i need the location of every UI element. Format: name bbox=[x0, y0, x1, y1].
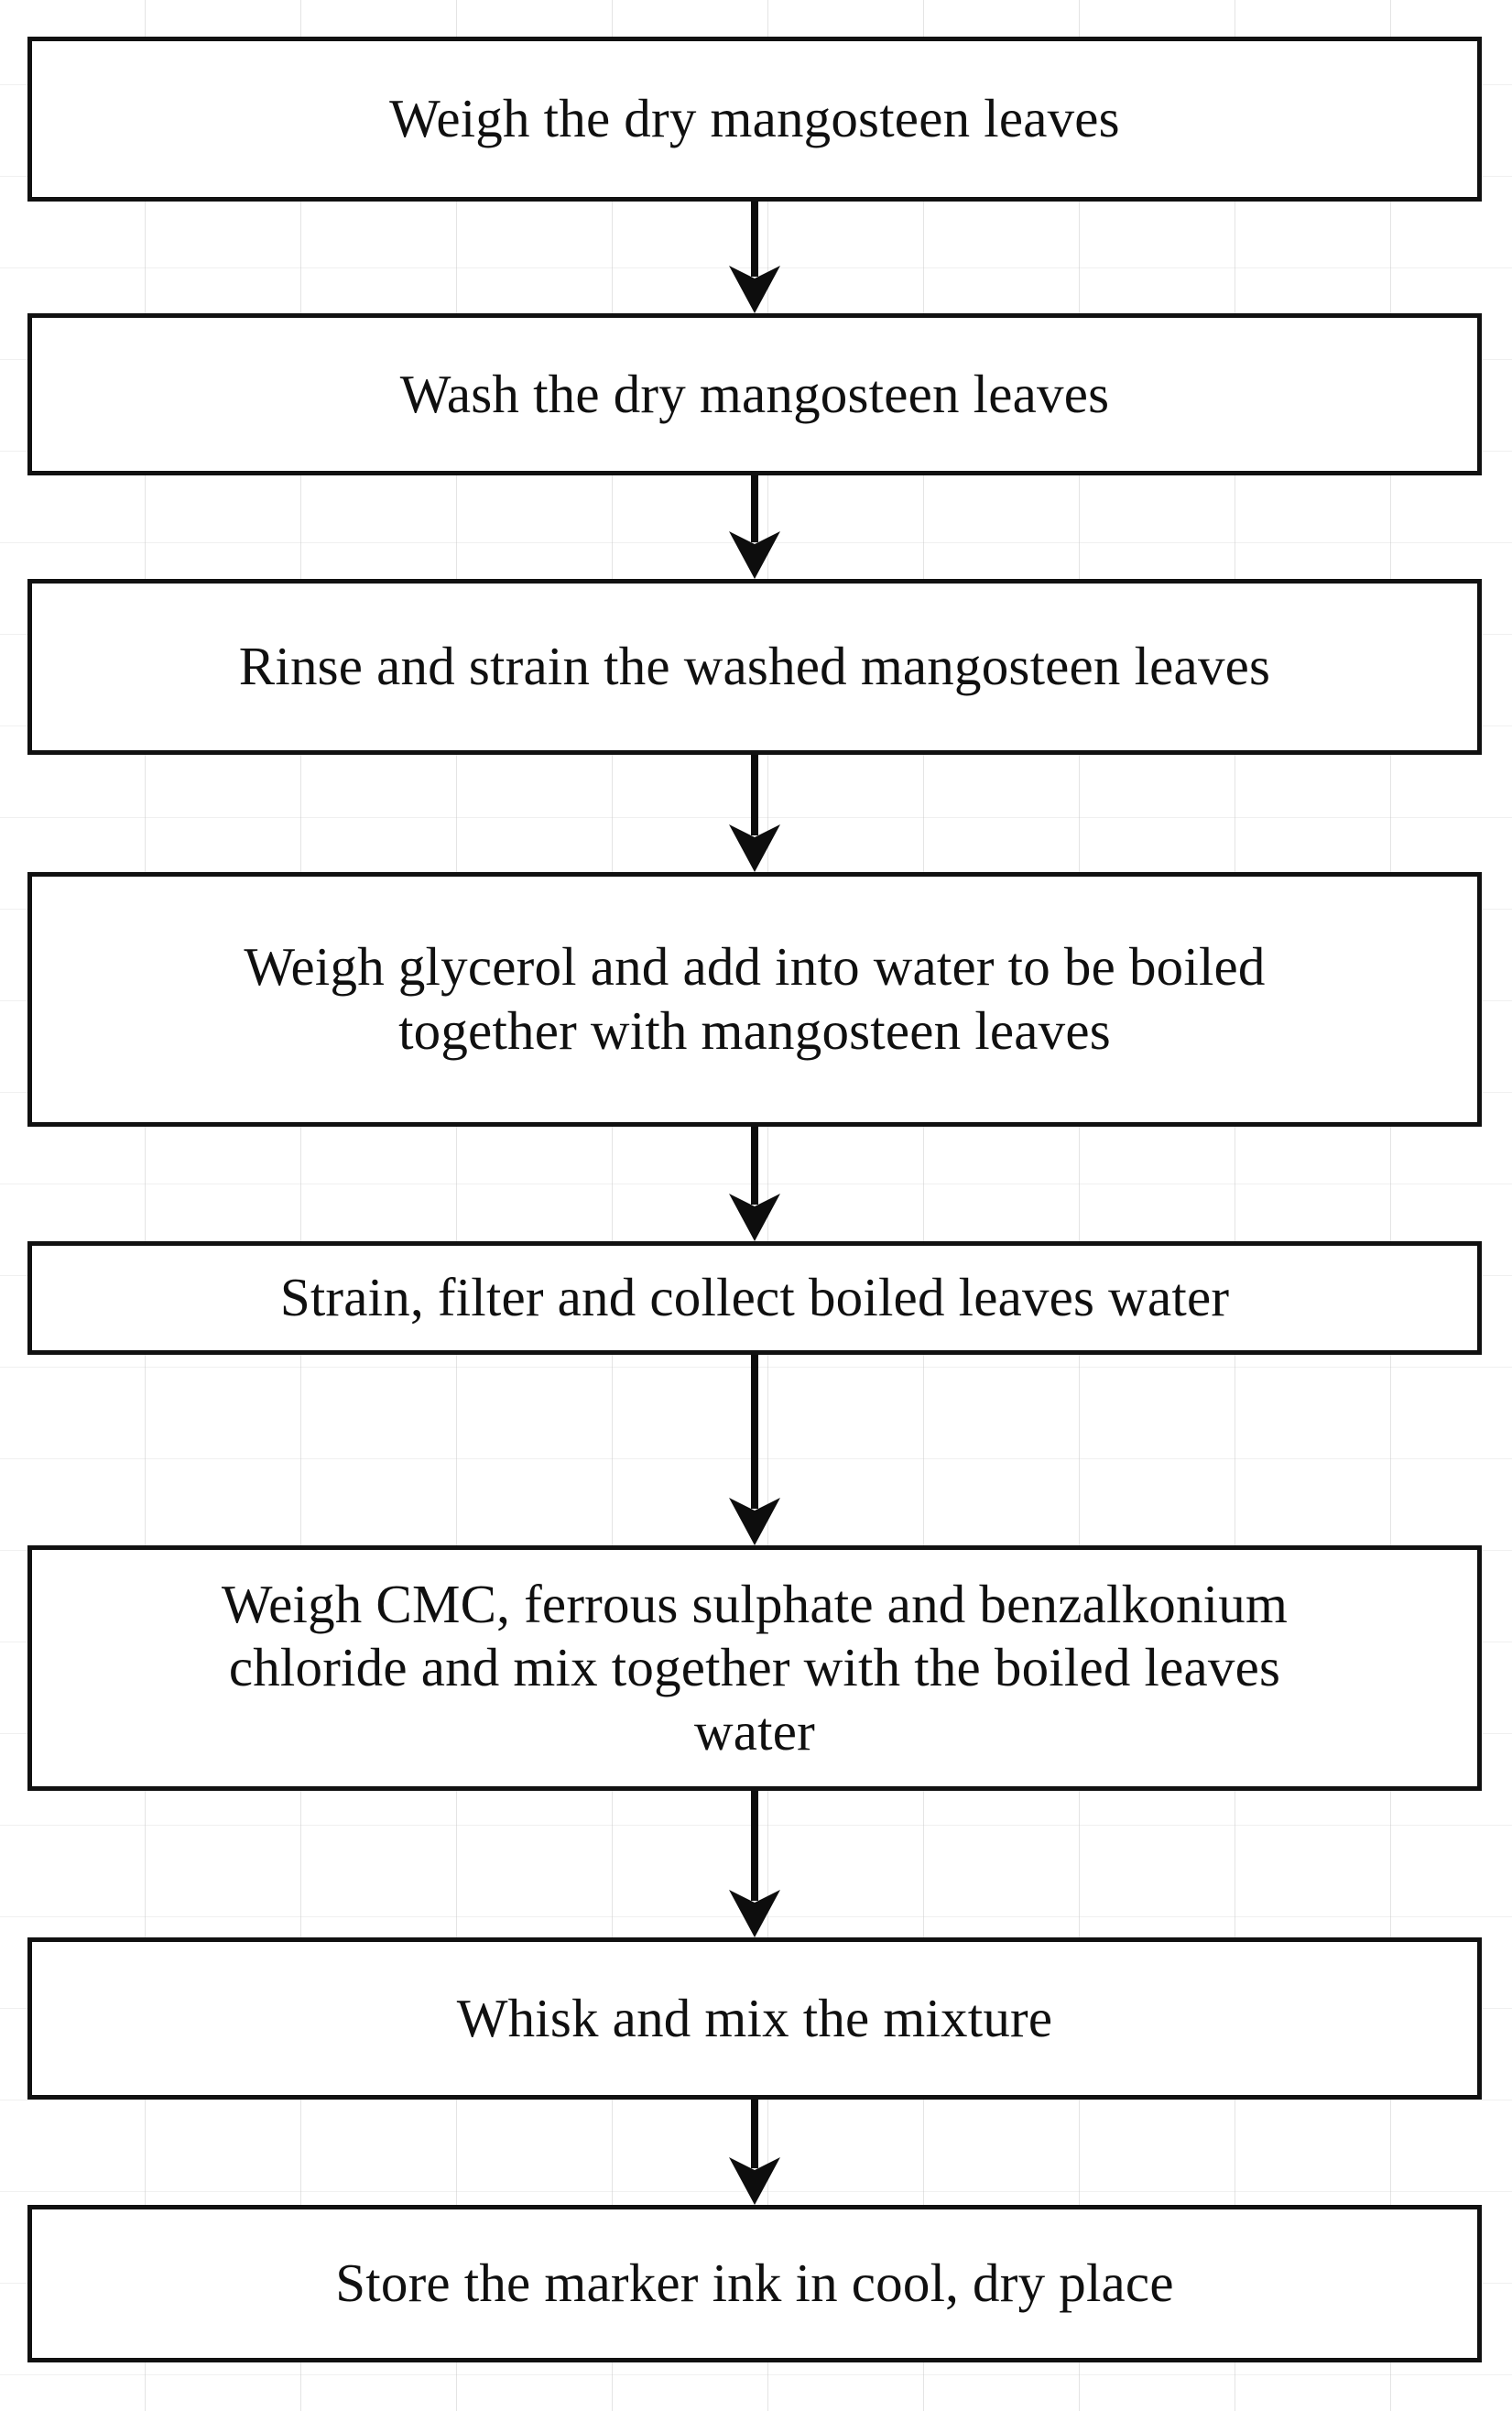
arrowhead-4 bbox=[729, 1194, 780, 1241]
flow-step-7[interactable]: Whisk and mix the mixture bbox=[27, 1937, 1482, 2100]
flow-step-1[interactable]: Weigh the dry mangosteen leaves bbox=[27, 37, 1482, 202]
flow-step-2-label: Wash the dry mangosteen leaves bbox=[399, 363, 1110, 424]
connector-arrow-3 bbox=[729, 755, 780, 872]
flow-step-4[interactable]: Weigh glycerol and add into water to be … bbox=[27, 872, 1482, 1127]
connector-arrow-1 bbox=[729, 202, 780, 313]
connector-arrow-4 bbox=[729, 1127, 780, 1241]
arrowhead-7 bbox=[729, 2157, 780, 2205]
arrowhead-6 bbox=[729, 1890, 780, 1937]
flow-step-5[interactable]: Strain, filter and collect boiled leaves… bbox=[27, 1241, 1482, 1355]
connector-arrow-6 bbox=[729, 1791, 780, 1937]
flow-step-6-label: Weigh CMC, ferrous sulphate and benzalko… bbox=[221, 1573, 1289, 1762]
connector-arrow-5 bbox=[729, 1355, 780, 1545]
arrowhead-2 bbox=[729, 531, 780, 579]
flow-step-3[interactable]: Rinse and strain the washed mangosteen l… bbox=[27, 579, 1482, 755]
arrowhead-1 bbox=[729, 266, 780, 313]
flow-step-8[interactable]: Store the marker ink in cool, dry place bbox=[27, 2205, 1482, 2362]
flow-step-8-label: Store the marker ink in cool, dry place bbox=[335, 2253, 1174, 2314]
connector-arrow-2 bbox=[729, 475, 780, 579]
flow-step-1-label: Weigh the dry mangosteen leaves bbox=[389, 88, 1120, 149]
flow-step-3-label: Rinse and strain the washed mangosteen l… bbox=[238, 636, 1271, 697]
flow-step-2[interactable]: Wash the dry mangosteen leaves bbox=[27, 313, 1482, 475]
flow-step-7-label: Whisk and mix the mixture bbox=[456, 1987, 1053, 2048]
connector-arrow-7 bbox=[729, 2100, 780, 2205]
flow-step-5-label: Strain, filter and collect boiled leaves… bbox=[279, 1267, 1230, 1328]
flow-step-4-label: Weigh glycerol and add into water to be … bbox=[244, 936, 1266, 1061]
arrowhead-3 bbox=[729, 824, 780, 872]
flow-step-6[interactable]: Weigh CMC, ferrous sulphate and benzalko… bbox=[27, 1545, 1482, 1791]
arrowhead-5 bbox=[729, 1498, 780, 1545]
